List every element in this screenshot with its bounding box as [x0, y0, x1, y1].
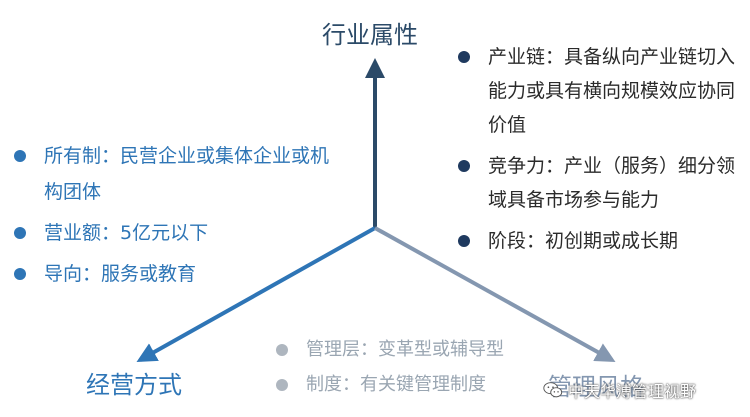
business-item-revenue: 营业额：5亿元以下 — [14, 215, 354, 251]
industry-attributes-list: 产业链：具备纵向产业链切入能力或具有横向规模效应协同价值 竞争力：产业（服务）细… — [458, 40, 743, 265]
bullet-text: 管理层：变革型或辅导型 — [306, 339, 504, 360]
bullet-dot-icon — [458, 160, 470, 172]
axis-label-industry: 行业属性 — [322, 21, 418, 49]
axis-label-management: 管理风格 — [548, 373, 644, 401]
management-item-system: 制度：有关键管理制度 — [276, 367, 576, 402]
bullet-text: 竞争力：产业（服务）细分领域具备市场参与能力 — [488, 155, 736, 211]
bullet-dot-icon — [458, 235, 470, 247]
axis-arrow-right — [374, 226, 616, 362]
business-mode-list: 所有制：民营企业或集体企业或机构团体 营业额：5亿元以下 导向：服务或教育 — [14, 138, 354, 297]
bullet-text: 所有制：民营企业或集体企业或机构团体 — [44, 145, 330, 203]
bullet-dot-icon — [14, 268, 26, 280]
bullet-dot-icon — [14, 150, 26, 162]
industry-item-stage: 阶段：初创期或成长期 — [458, 224, 743, 258]
bullet-text: 营业额：5亿元以下 — [44, 222, 209, 244]
bullet-text: 导向：服务或教育 — [44, 263, 197, 285]
watermark-text: 中天华溥管理视野 — [568, 382, 697, 401]
management-item-leadership: 管理层：变革型或辅导型 — [276, 332, 576, 367]
industry-item-chain: 产业链：具备纵向产业链切入能力或具有横向规模效应协同价值 — [458, 40, 743, 142]
bullet-text: 制度：有关键管理制度 — [306, 374, 486, 395]
axis-arrow-left — [136, 226, 376, 362]
business-item-ownership: 所有制：民营企业或集体企业或机构团体 — [14, 138, 354, 210]
bullet-dot-icon — [458, 51, 470, 63]
bullet-dot-icon — [276, 344, 288, 356]
industry-item-competitiveness: 竞争力：产业（服务）细分领域具备市场参与能力 — [458, 149, 743, 217]
business-item-orientation: 导向：服务或教育 — [14, 256, 354, 292]
bullet-dot-icon — [14, 227, 26, 239]
watermark: 中天华溥管理视野 — [542, 379, 696, 401]
management-style-list: 管理层：变革型或辅导型 制度：有关键管理制度 — [276, 332, 576, 402]
wechat-icon — [543, 382, 563, 398]
bullet-dot-icon — [276, 379, 288, 391]
axis-label-business: 经营方式 — [86, 371, 182, 399]
bullet-text: 产业链：具备纵向产业链切入能力或具有横向规模效应协同价值 — [488, 46, 736, 136]
bullet-text: 阶段：初创期或成长期 — [488, 230, 679, 252]
